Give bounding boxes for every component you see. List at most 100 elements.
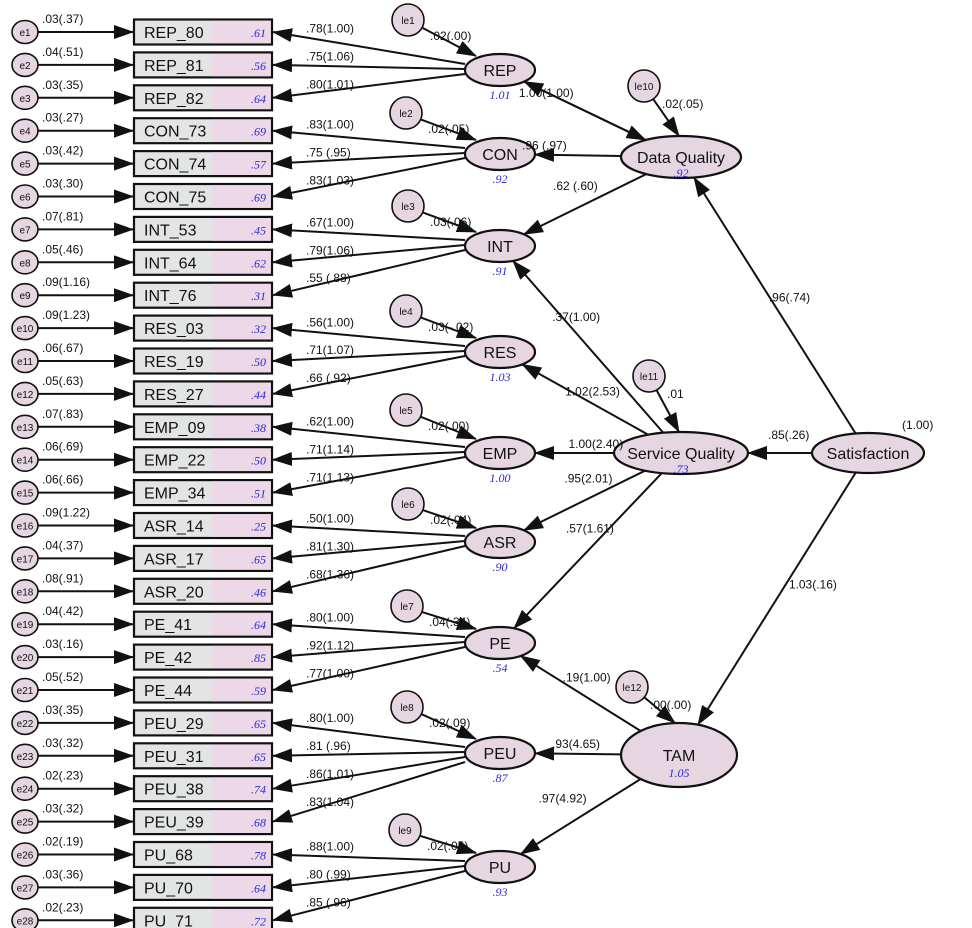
latent-con-shape	[463, 136, 537, 172]
indicator-int-76-shade	[212, 283, 271, 307]
indicator-con-74-name: CON_74	[144, 157, 206, 174]
indicator-error-e22-shape	[11, 710, 39, 736]
loading-path-rep-81	[272, 58, 466, 73]
error-path-le4	[420, 316, 477, 339]
latent-pu-name: PU	[489, 860, 511, 877]
indicator-pu-68-name: PU_68	[144, 848, 193, 865]
indicator-error-e1-name: e1	[19, 28, 31, 39]
indicator-error-e13-name: e13	[17, 423, 34, 434]
indicator-error-e24: e24	[11, 776, 39, 802]
latent-int: INT.91	[463, 228, 537, 278]
latent-error-le8-shape	[390, 690, 424, 724]
latent-emp-name: EMP	[483, 446, 518, 463]
indicator-error-e3: e3	[11, 85, 39, 111]
indicator-res-03-r2: .32	[251, 322, 266, 336]
indicator-error-e19-name: e19	[17, 620, 34, 631]
latent-pe-r2: .54	[493, 661, 508, 675]
path-service-quality-to-asr	[522, 469, 646, 532]
construct-error-le11-name: le11	[640, 372, 659, 383]
indicator-error-e21: e21	[11, 677, 39, 703]
indicator-error-e7-shape	[11, 217, 39, 242]
latent-error-le7-shape	[390, 589, 424, 623]
latent-rep-shape	[463, 52, 537, 88]
indicator-peu-31-r2: .65	[251, 750, 266, 764]
construct-error-le11: le11	[632, 359, 666, 393]
indicator-error-e8: e8	[11, 249, 39, 275]
indicator-error-e28: e28	[11, 908, 39, 928]
latent-error-le5-label: .02(.00)	[428, 419, 469, 433]
indicator-int-64-r2: .62	[251, 256, 266, 270]
indicator-error-e19-shape	[11, 611, 39, 637]
loading-path-emp-09	[272, 421, 466, 448]
indicator-rep-80-shade	[212, 20, 271, 44]
latent-error-le9: le9	[388, 813, 422, 847]
indicator-emp-22: EMP_22.50	[132, 446, 274, 474]
indicator-peu-39: PEU_39.68	[132, 807, 274, 836]
indicator-peu-29-shade	[212, 711, 271, 735]
indicator-pe-41-r2: .64	[251, 618, 266, 632]
indicator-res-19-shade	[212, 349, 271, 373]
indicator-error-e15-label: .06(.66)	[42, 473, 83, 487]
indicator-error-e27: e27	[11, 875, 39, 900]
indicator-peu-31-name: PEU_31	[144, 749, 204, 766]
latent-error-le2-name: le2	[399, 109, 413, 120]
indicator-res-19-r2: .50	[251, 355, 266, 369]
loading-path-asr-20	[272, 545, 466, 594]
indicator-emp-22-shade	[212, 448, 271, 471]
indicator-rep-81-name: REP_81	[144, 58, 204, 75]
latent-error-le4-shape	[389, 294, 423, 328]
indicator-error-e10: e10	[11, 315, 39, 341]
indicator-emp-09-r2: .38	[251, 421, 266, 435]
loading-path-int-64	[272, 244, 466, 268]
construct-error-le12-name: le12	[623, 683, 642, 694]
indicator-error-e17-name: e17	[17, 554, 34, 565]
loading-label-peu-39: .83(1.04)	[306, 795, 354, 809]
indicator-error-e11-name: e11	[17, 357, 33, 368]
latent-error-le7-name: le7	[400, 602, 414, 613]
path-tam-to-peu	[533, 746, 622, 761]
loading-label-rep-81: .75(1.06)	[306, 50, 354, 64]
indicator-int-76-r2: .31	[251, 289, 266, 303]
latent-pe: PE.54	[463, 625, 537, 675]
latent-error-le5-shape	[389, 393, 423, 427]
indicator-error-e16-label: .09(1.22)	[42, 506, 90, 520]
indicator-error-e26-name: e26	[17, 851, 34, 862]
latent-error-le1-shape	[391, 3, 425, 37]
loading-path-peu-39	[272, 761, 466, 823]
indicator-error-e5-shape	[11, 151, 39, 176]
path-data-quality-to-int	[522, 173, 647, 236]
indicator-pu-71: PU_71.72	[132, 906, 274, 928]
indicator-peu-38: PEU_38.74	[132, 775, 274, 803]
indicator-error-e2: e2	[11, 52, 39, 78]
construct-tam-name: TAM	[663, 748, 696, 765]
latent-error-le7-label: .04(.34)	[429, 615, 470, 629]
indicator-con-75: CON_75.69	[132, 182, 274, 211]
indicator-int-76: INT_76.31	[132, 281, 274, 309]
loading-label-res-03: .56(1.00)	[306, 315, 354, 329]
latent-error-le4-name: le4	[399, 307, 413, 318]
indicator-error-e20-label: .03(.16)	[42, 637, 83, 651]
error-path-le6	[422, 509, 477, 529]
indicator-asr-14-r2: .25	[251, 520, 266, 534]
construct-error-le12-label: .00(.00)	[650, 698, 691, 712]
indicator-rep-81-shade	[212, 53, 271, 77]
latent-error-le6-shape	[391, 487, 425, 521]
latent-error-le8: le8	[390, 690, 424, 724]
latent-asr-name: ASR	[484, 535, 517, 552]
indicator-pu-70-name: PU_70	[144, 880, 193, 897]
indicator-error-e18: e18	[11, 578, 39, 604]
indicator-res-27: RES_27.44	[132, 380, 274, 408]
loading-path-peu-38	[272, 756, 466, 793]
path-label-service-quality-to-pe: .57(1.61)	[566, 522, 614, 536]
indicator-error-e7-label: .07(.81)	[42, 209, 83, 223]
path-service-quality-to-pe	[513, 472, 663, 630]
path-label-satisfaction-to-data-quality: .96(.74)	[769, 290, 810, 304]
loading-label-int-76: .55 (.88)	[306, 271, 351, 285]
indicator-peu-39-shade	[212, 810, 271, 833]
indicator-con-73: CON_73.69	[132, 117, 274, 145]
latent-peu-name: PEU	[484, 746, 517, 763]
path-label-tam-to-pu: .97(4.92)	[539, 792, 587, 806]
loading-label-int-53: .67(1.00)	[306, 215, 354, 229]
